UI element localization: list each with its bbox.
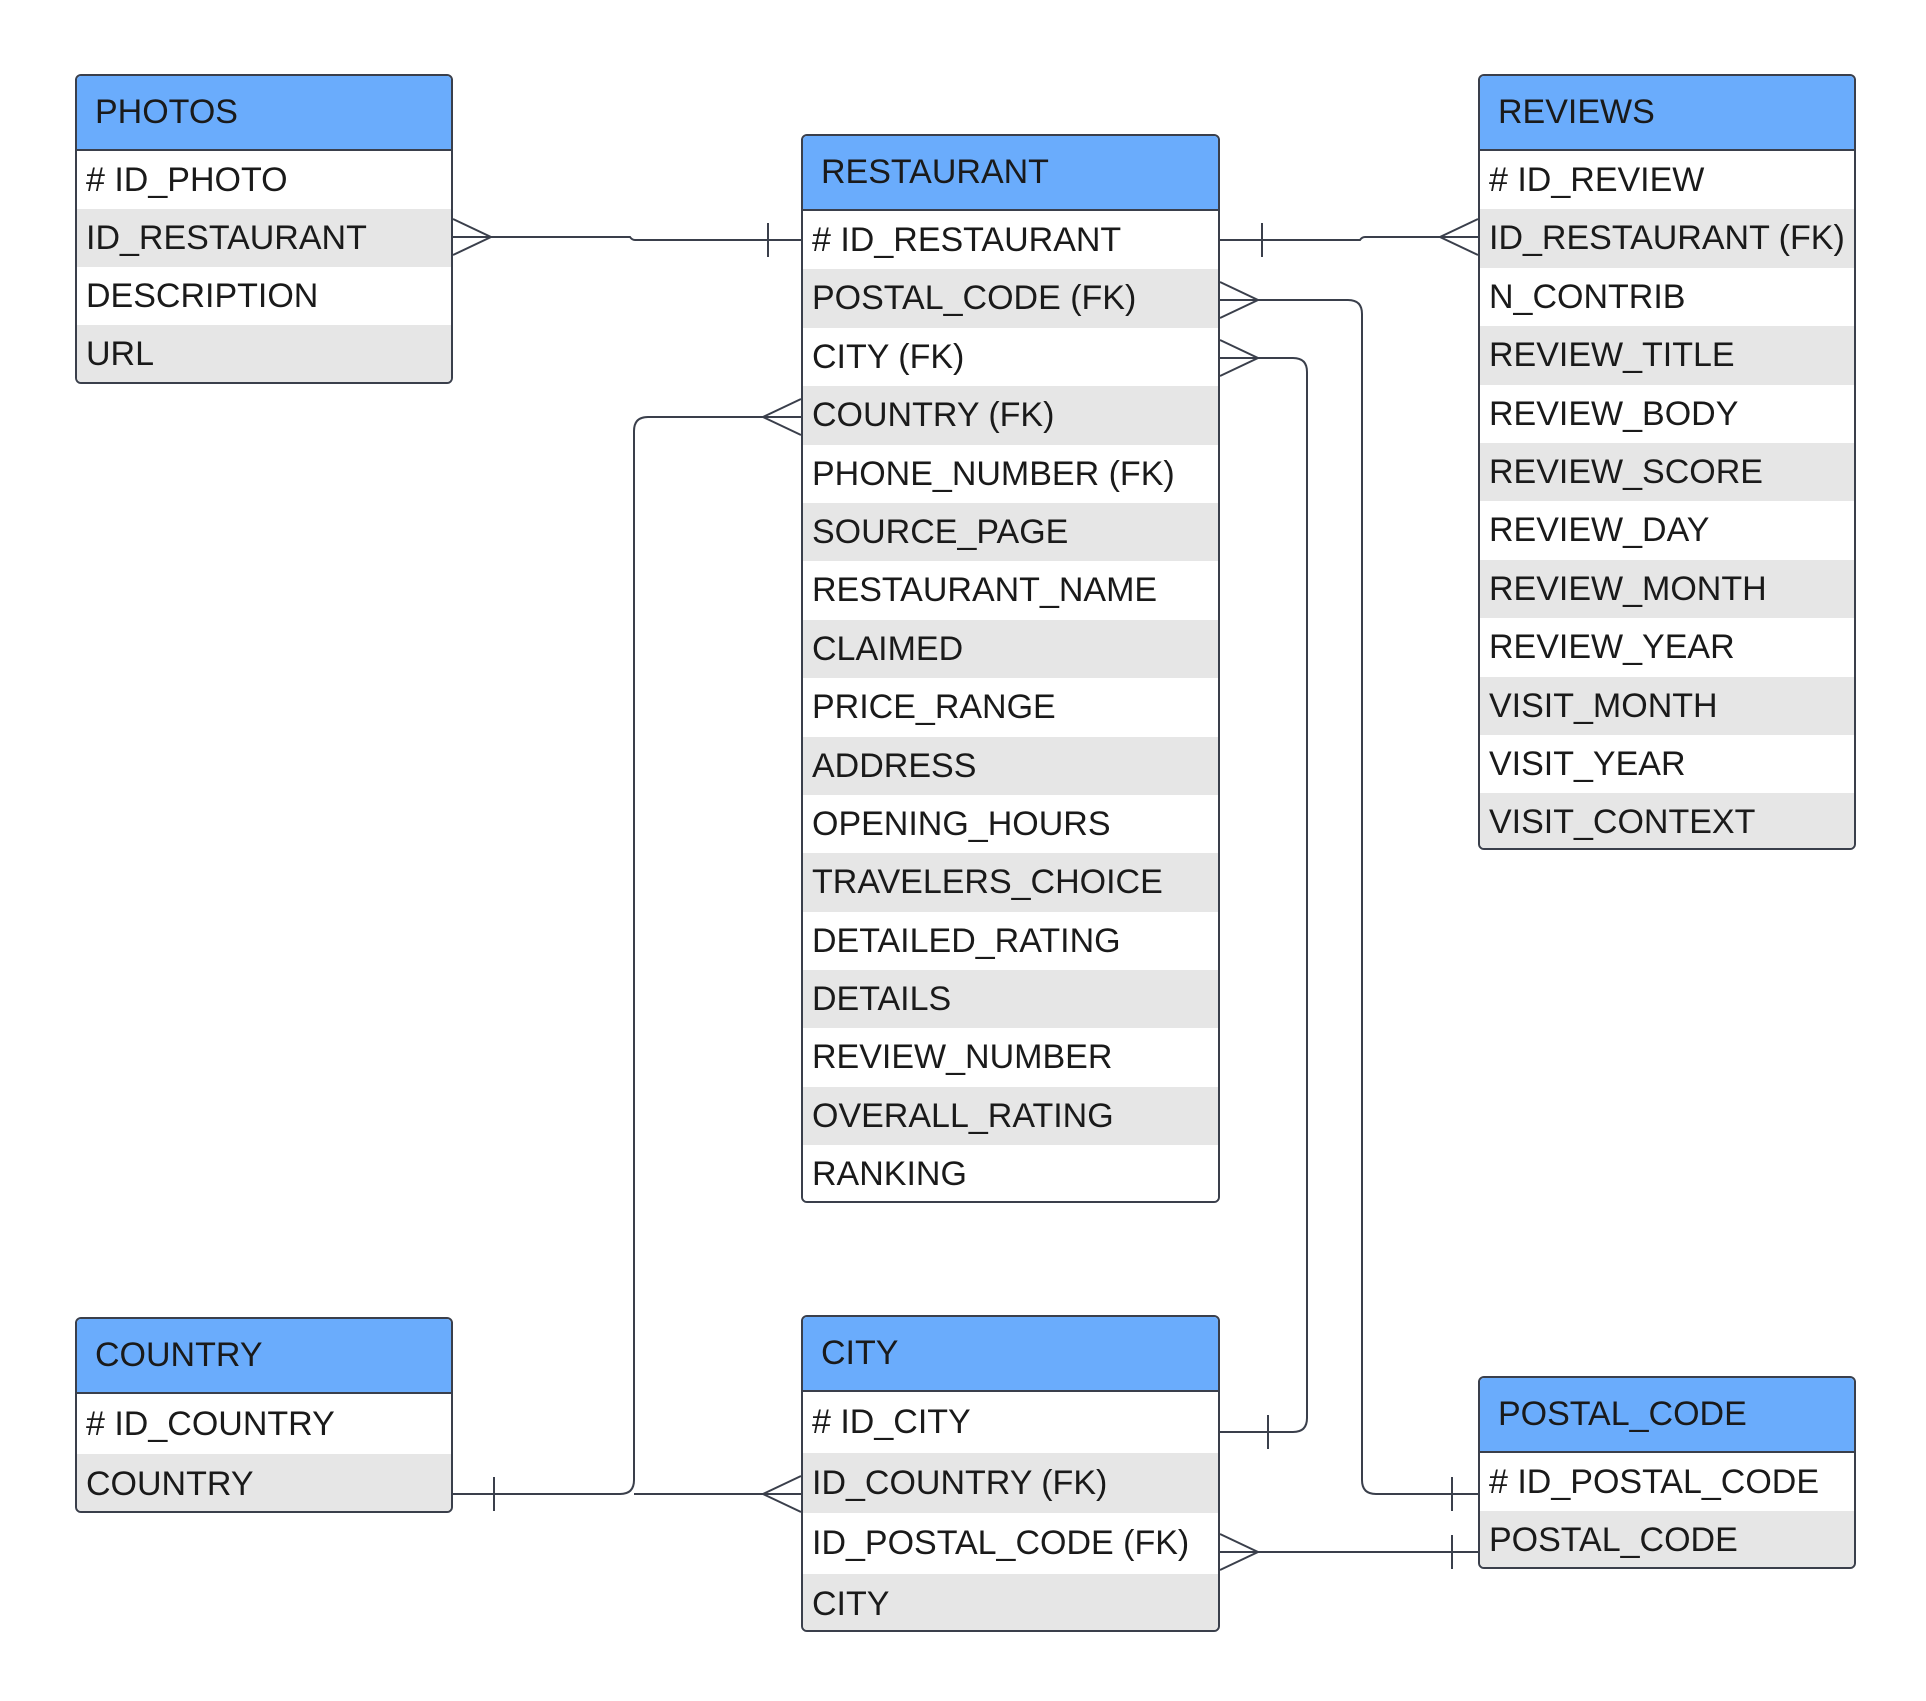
crows-foot-many	[1437, 218, 1479, 256]
attribute-row: N_CONTRIB	[1480, 267, 1854, 327]
attribute-row: CITY (FK)	[803, 327, 1218, 387]
attribute-row: DETAILED_RATING	[803, 911, 1218, 971]
attribute-row: RANKING	[803, 1145, 1218, 1201]
crows-foot-many	[452, 218, 494, 256]
attribute-row: REVIEW_DAY	[1480, 501, 1854, 560]
attribute-row: # ID_COUNTRY	[77, 1394, 451, 1454]
attribute-row: CITY	[803, 1573, 1218, 1630]
attribute-row: # ID_RESTAURANT	[803, 211, 1218, 270]
connector-restaurant-postal	[1220, 299, 1478, 1495]
attribute-row: # ID_CITY	[803, 1392, 1218, 1453]
attribute-row: # ID_PHOTO	[77, 151, 451, 209]
crows-foot-many	[1219, 281, 1261, 319]
attribute-row: # ID_REVIEW	[1480, 151, 1854, 210]
attribute-row: POSTAL_CODE	[1480, 1511, 1854, 1567]
entity-title: REVIEWS	[1480, 76, 1854, 151]
connector-photos-restaurant	[453, 236, 801, 241]
attribute-row: DESCRIPTION	[77, 267, 451, 325]
attribute-row: SOURCE_PAGE	[803, 502, 1218, 562]
attribute-row: COUNTRY	[77, 1454, 451, 1511]
attribute-row: VISIT_CONTEXT	[1480, 793, 1854, 848]
attribute-row: # ID_POSTAL_CODE	[1480, 1453, 1854, 1511]
attribute-row: URL	[77, 325, 451, 382]
attribute-row: ADDRESS	[803, 736, 1218, 795]
attribute-row: COUNTRY (FK)	[803, 386, 1218, 445]
attribute-row: ID_COUNTRY (FK)	[803, 1452, 1218, 1513]
attribute-row: REVIEW_YEAR	[1480, 618, 1854, 677]
crows-foot-many	[1219, 339, 1261, 377]
attribute-row: REVIEW_TITLE	[1480, 326, 1854, 385]
entity-title: PHOTOS	[77, 76, 451, 151]
crows-foot-many	[1219, 1533, 1261, 1571]
attribute-row: RESTAURANT_NAME	[803, 561, 1218, 620]
attribute-row: TRAVELERS_CHOICE	[803, 853, 1218, 912]
attribute-row: DETAILS	[803, 970, 1218, 1029]
crows-foot-many	[760, 1475, 802, 1513]
attribute-row: ID_RESTAURANT (FK)	[1480, 209, 1854, 268]
attribute-row: REVIEW_SCORE	[1480, 442, 1854, 502]
entity-title: COUNTRY	[77, 1319, 451, 1394]
entity-title: RESTAURANT	[803, 136, 1218, 211]
attribute-row: POSTAL_CODE (FK)	[803, 269, 1218, 328]
attribute-row: REVIEW_MONTH	[1480, 559, 1854, 619]
entity-title: CITY	[803, 1317, 1218, 1392]
crows-foot-many	[760, 398, 802, 436]
attribute-row: PRICE_RANGE	[803, 678, 1218, 737]
attribute-row: PHONE_NUMBER (FK)	[803, 444, 1218, 503]
attribute-row: REVIEW_BODY	[1480, 384, 1854, 443]
attribute-row: OVERALL_RATING	[803, 1086, 1218, 1146]
entity-title: POSTAL_CODE	[1480, 1378, 1854, 1453]
attribute-row: OPENING_HOURS	[803, 794, 1218, 854]
attribute-row: VISIT_YEAR	[1480, 734, 1854, 794]
attribute-row: CLAIMED	[803, 619, 1218, 679]
connector-country-restaurant	[453, 416, 801, 1495]
connector-restaurant-reviews	[1220, 236, 1478, 241]
attribute-row: REVIEW_NUMBER	[803, 1028, 1218, 1087]
attribute-row: VISIT_MONTH	[1480, 676, 1854, 735]
attribute-row: ID_POSTAL_CODE (FK)	[803, 1513, 1218, 1574]
connector-restaurant-city	[1220, 357, 1308, 1433]
attribute-row: ID_RESTAURANT	[77, 209, 451, 267]
